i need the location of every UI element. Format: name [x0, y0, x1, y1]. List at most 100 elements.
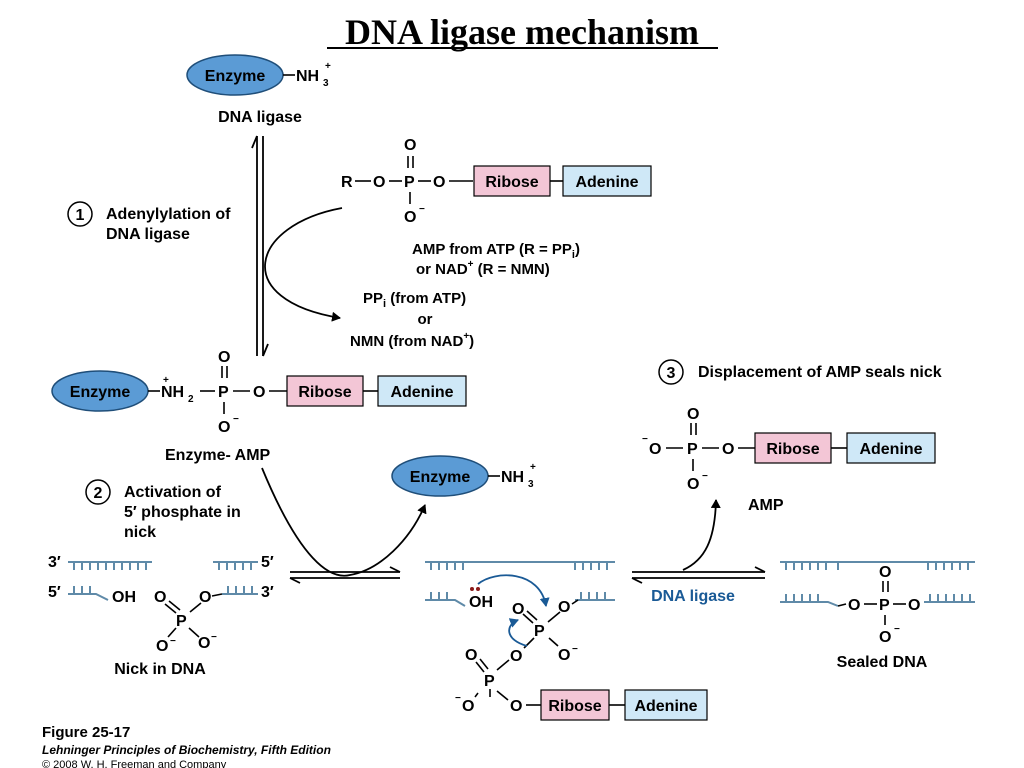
svg-text:O: O	[154, 589, 166, 606]
svg-text:O: O	[404, 137, 416, 154]
dna-nick: 3′ 5′ 5′ OH 3′ O P O O − O −	[48, 554, 274, 655]
reversible-arrow-1	[289, 566, 401, 584]
page-title: DNA ligase mechanism	[345, 12, 699, 52]
svg-text:NMN (from NAD+): NMN (from NAD+)	[350, 331, 474, 350]
svg-text:−: −	[894, 624, 900, 635]
svg-text:+: +	[163, 375, 169, 386]
step-1: 1 Adenylylation of DNA ligase	[67, 201, 231, 243]
svg-text:Ribose: Ribose	[298, 384, 351, 401]
adenine-box-4	[624, 689, 708, 721]
svg-text:O: O	[512, 601, 524, 618]
svg-text:O: O	[558, 647, 570, 664]
svg-text:O: O	[879, 564, 891, 581]
svg-text:P: P	[218, 384, 229, 401]
step-2-line2: 5′ phosphate in	[124, 504, 241, 521]
svg-text:+: +	[530, 462, 536, 473]
svg-text:Ribose: Ribose	[485, 174, 538, 191]
svg-text:P: P	[176, 613, 187, 630]
svg-text:O: O	[404, 209, 416, 226]
svg-text:O: O	[510, 648, 522, 665]
svg-text:O: O	[687, 476, 699, 493]
figure-book: Lehninger Principles of Biochemistry, Fi…	[42, 743, 331, 757]
step-3-line1: Displacement of AMP seals nick	[698, 364, 942, 381]
amp-from-caption: AMP from ATP (R = PPi) or NAD+ (R = NMN)	[412, 241, 580, 278]
ribose-box-4	[540, 689, 610, 721]
svg-text:Adenine: Adenine	[634, 698, 697, 715]
svg-text:3: 3	[528, 479, 534, 490]
dna-sealed: O P O O − O	[780, 561, 975, 646]
svg-text:O: O	[462, 698, 474, 715]
svg-text:O: O	[373, 174, 385, 191]
svg-text:−: −	[642, 434, 648, 445]
svg-text:Ribose: Ribose	[548, 698, 601, 715]
figure-caption: Figure 25-17 Lehninger Principles of Bio…	[42, 724, 331, 768]
reversible-arrow-2	[631, 566, 766, 584]
enzyme-label: Enzyme	[205, 68, 266, 85]
curved-arrow-step3	[682, 499, 721, 571]
svg-text:+: +	[325, 61, 331, 72]
enzyme-amp-molecule: Enzyme NH 2 + P O O − O Ribose Adenine	[51, 349, 467, 436]
svg-text:1: 1	[76, 207, 85, 224]
svg-text:O: O	[687, 406, 699, 423]
step-3: 3 Displacement of AMP seals nick	[658, 359, 942, 385]
svg-text:O: O	[433, 174, 445, 191]
svg-text:O: O	[908, 597, 920, 614]
svg-text:P: P	[879, 597, 890, 614]
svg-text:O: O	[199, 589, 211, 606]
adenine-box-3	[846, 432, 936, 464]
svg-text:O: O	[510, 698, 522, 715]
enzyme-top: Enzyme NH 3 +	[186, 54, 331, 96]
svg-text:O: O	[649, 441, 661, 458]
svg-text:3′: 3′	[48, 554, 61, 571]
dna-activated: OH O P O O − O P O − O O Ribose A	[425, 561, 708, 721]
ribose-box-2	[286, 375, 364, 407]
svg-text:O: O	[218, 349, 230, 366]
figure-copyright: © 2008 W. H. Freeman and Company	[42, 759, 227, 768]
svg-text:−: −	[211, 632, 217, 643]
svg-text:Enzyme: Enzyme	[70, 384, 131, 401]
svg-text:Adenine: Adenine	[390, 384, 453, 401]
adenine-box-1	[562, 165, 652, 197]
svg-text:O: O	[253, 384, 265, 401]
sealed-dna-label: Sealed DNA	[837, 654, 928, 671]
released-amp-molecule: − O P O O − O Ribose Adenine	[642, 406, 936, 493]
enzyme-amp-label: Enzyme- AMP	[165, 447, 271, 464]
svg-text:O: O	[558, 599, 570, 616]
svg-text:P: P	[534, 623, 545, 640]
svg-text:O: O	[848, 597, 860, 614]
svg-text:NH: NH	[501, 469, 524, 486]
ribose-box-1	[473, 165, 551, 197]
svg-text:P: P	[404, 174, 415, 191]
figure-number: Figure 25-17	[42, 724, 130, 741]
svg-text:−: −	[233, 414, 239, 425]
svg-text:5′: 5′	[48, 584, 61, 601]
svg-text:Adenine: Adenine	[575, 174, 638, 191]
svg-text:3: 3	[667, 365, 676, 382]
dna-ligase-blue-label: DNA ligase	[651, 588, 735, 605]
svg-text:−: −	[702, 471, 708, 482]
step-1-line2: DNA ligase	[106, 226, 190, 243]
curved-arrow-step1	[264, 207, 343, 322]
svg-text:Ribose: Ribose	[766, 441, 819, 458]
curved-arrow-step2	[261, 467, 427, 577]
step-1-line1: Adenylylation of	[106, 206, 231, 223]
step-2-line1: Activation of	[124, 484, 222, 501]
svg-text:O: O	[198, 635, 210, 652]
svg-text:5′: 5′	[261, 554, 274, 571]
svg-text:O: O	[218, 419, 230, 436]
svg-text:or: or	[418, 311, 433, 328]
step-2: 2 Activation of 5′ phosphate in nick	[85, 479, 241, 541]
svg-text:−: −	[419, 204, 425, 215]
svg-text:−: −	[170, 636, 176, 647]
svg-text:−: −	[572, 644, 578, 655]
svg-text:or NAD+ (R = NMN): or NAD+ (R = NMN)	[416, 259, 550, 278]
svg-text:P: P	[484, 673, 495, 690]
nh3-label-text: NH	[296, 68, 319, 85]
svg-text:Adenine: Adenine	[859, 441, 922, 458]
step-2-line3: nick	[124, 524, 156, 541]
svg-text:NH: NH	[161, 384, 184, 401]
dna-ligase-label: DNA ligase	[218, 109, 302, 126]
ribose-box-3	[754, 432, 832, 464]
r-amp-molecule: R O P O O O − Ribose Adenine	[341, 137, 652, 226]
